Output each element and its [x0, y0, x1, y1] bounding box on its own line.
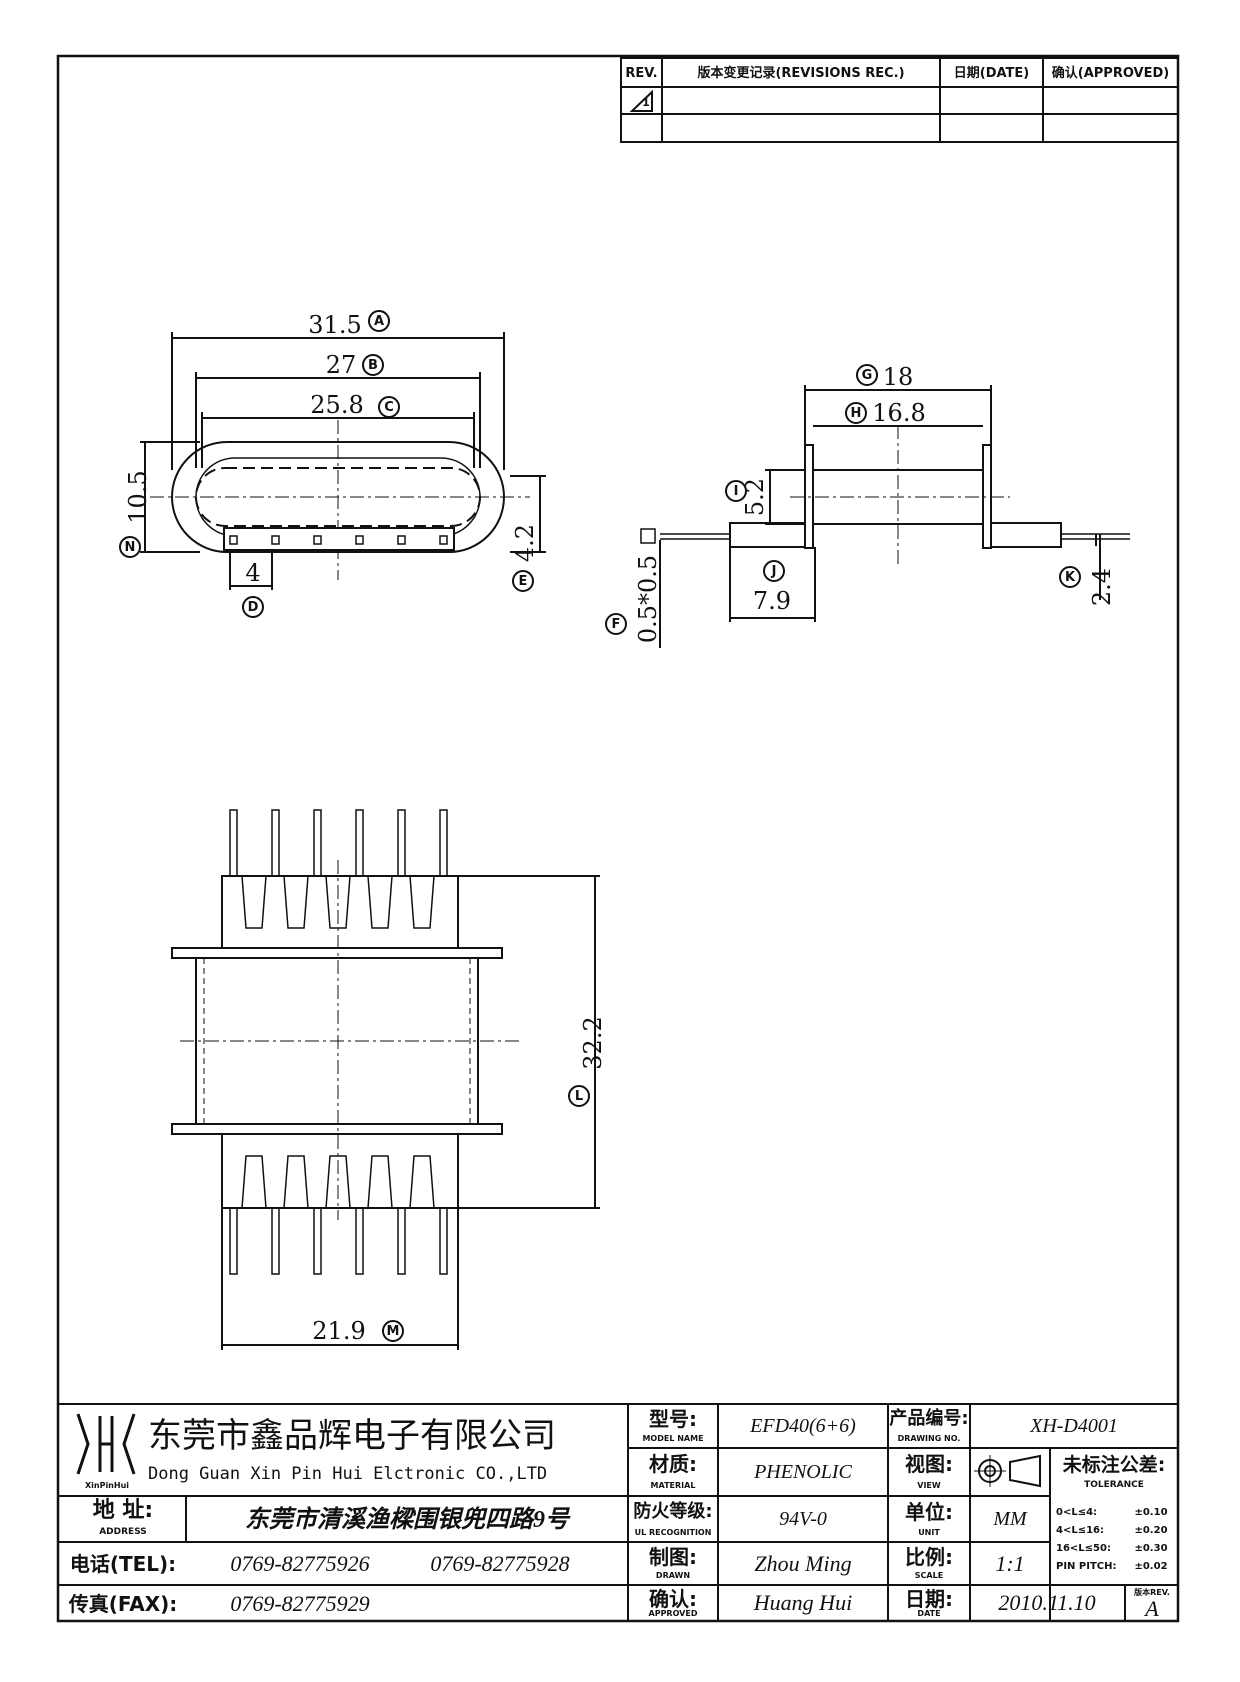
tolerance-range-3: 16<L≤50: — [1056, 1543, 1111, 1554]
drawn-value: Zhou Ming — [754, 1551, 852, 1576]
top-view — [140, 332, 546, 590]
material-label-en: MATERIAL — [650, 1481, 696, 1490]
dim-n-value: 10.5 — [124, 470, 152, 524]
company-name-en: Dong Guan Xin Pin Hui Elctronic CO.,LTD — [148, 1463, 548, 1484]
tolerance-range-1: 0<L≤4: — [1056, 1507, 1098, 1518]
rev-header: REV. — [625, 65, 658, 81]
model-value: EFD40(6+6) — [750, 1415, 856, 1437]
rev-label: 版本REV. — [1134, 1588, 1170, 1597]
tolerance-range-4: PIN PITCH: — [1056, 1561, 1117, 1572]
date-value: 2010.11.10 — [998, 1590, 1096, 1615]
revision-table-grid — [620, 57, 1179, 143]
bottom-view — [171, 809, 600, 1350]
tolerance-title: 未标注公差: — [1062, 1453, 1166, 1476]
view-label-en: VIEW — [917, 1481, 941, 1490]
company-logo — [76, 1413, 136, 1475]
dim-f-value: 0.5*0.5 — [634, 554, 662, 644]
unit-label-en: UNIT — [918, 1528, 940, 1537]
ul-label-en: UL RECOGNITION — [634, 1528, 712, 1537]
ul-value: 94V-0 — [779, 1508, 827, 1530]
dim-n-label: N — [119, 536, 141, 558]
tolerance-value-3: ±0.30 — [1134, 1543, 1168, 1554]
title-block-grid — [58, 1403, 1178, 1621]
tel-2: 0769-82775928 — [430, 1551, 570, 1576]
address-label-en: ADDRESS — [99, 1526, 147, 1537]
tolerance-value-4: ±0.02 — [1134, 1561, 1168, 1572]
company-name-cn: 东莞市鑫品辉电子有限公司 — [148, 1416, 556, 1456]
dim-l-value: 32.2 — [579, 1016, 607, 1070]
scale-label-en: SCALE — [914, 1571, 944, 1580]
rev-mark: 1 — [642, 95, 650, 109]
approved-label-en: APPROVED — [648, 1609, 698, 1618]
dim-b-label: B — [362, 354, 384, 376]
dim-m-value: 21.9 — [312, 1317, 366, 1345]
model-label: 型号: — [649, 1407, 697, 1431]
dim-i-value: 5.2 — [741, 477, 769, 517]
dim-b-value: 27 — [325, 351, 357, 379]
rev-value: A — [1145, 1596, 1159, 1621]
unit-value: MM — [993, 1508, 1027, 1530]
dim-d-value: 4 — [245, 559, 261, 587]
dim-e-label: E — [512, 570, 534, 592]
scale-label: 比例: — [905, 1545, 953, 1569]
unit-label: 单位: — [905, 1500, 953, 1524]
drawing-no-label-en: DRAWING NO. — [897, 1434, 961, 1443]
dim-c-value: 25.8 — [310, 391, 364, 419]
revisions-rec-header: 版本变更记录(REVISIONS REC.) — [697, 65, 905, 81]
projection-symbol-icon — [974, 1454, 1041, 1488]
fax-value: 0769-82775929 — [230, 1591, 370, 1616]
dim-m-label: M — [382, 1320, 404, 1342]
material-label: 材质: — [649, 1452, 697, 1476]
dim-k-label: K — [1059, 566, 1081, 588]
dim-c-label: C — [378, 396, 400, 418]
address-value: 东莞市清溪渔樑围银兜四路9号 — [245, 1507, 569, 1533]
dim-l-label: L — [568, 1085, 590, 1107]
dim-g-label: G — [856, 364, 878, 386]
revision-triangle-icon — [629, 89, 653, 112]
tolerance-title-en: TOLERANCE — [1084, 1479, 1144, 1490]
address-label: 地 址: — [92, 1498, 154, 1523]
drawing-no-label: 产品编号: — [889, 1408, 969, 1429]
dim-h-value: 16.8 — [872, 399, 926, 427]
dim-a-label: A — [368, 310, 390, 332]
date-header: 日期(DATE) — [953, 65, 1030, 81]
material-value: PHENOLIC — [754, 1461, 852, 1483]
dim-h-label: H — [845, 402, 867, 424]
tel-label: 电话(TEL): — [69, 1552, 177, 1576]
dim-i-label: I — [725, 480, 747, 502]
date-label: 日期: — [905, 1587, 953, 1611]
dim-j-value: 7.9 — [752, 587, 792, 615]
drawn-label-en: DRAWN — [655, 1571, 691, 1580]
side-view — [640, 385, 1130, 648]
drawn-label: 制图: — [649, 1545, 697, 1569]
approved-value: Huang Hui — [753, 1590, 853, 1615]
drawing-no-value: XH-D4001 — [1030, 1415, 1118, 1437]
tolerance-value-1: ±0.10 — [1134, 1507, 1168, 1518]
dim-j-label: J — [763, 560, 785, 582]
fax-label: 传真(FAX): — [68, 1592, 178, 1616]
dim-a-value: 31.5 — [308, 311, 362, 339]
tolerance-value-2: ±0.20 — [1134, 1525, 1168, 1536]
tel-1: 0769-82775926 — [230, 1551, 370, 1576]
dim-d-label: D — [242, 596, 264, 618]
approved-header: 确认(APPROVED) — [1051, 65, 1170, 81]
date-label-en: DATE — [917, 1609, 941, 1618]
logo-text: XinPinHui — [84, 1481, 130, 1490]
approved-label: 确认: — [649, 1587, 697, 1611]
ul-label: 防火等级: — [633, 1501, 713, 1522]
scale-value: 1:1 — [995, 1551, 1025, 1576]
view-label: 视图: — [905, 1452, 953, 1476]
model-label-en: MODEL NAME — [642, 1434, 704, 1443]
tolerance-range-2: 4<L≤16: — [1056, 1525, 1105, 1536]
dim-e-value: 4.2 — [511, 523, 539, 563]
dim-g-value: 18 — [882, 363, 914, 391]
drawing-border — [56, 54, 1180, 1623]
dim-k-value: 2.4 — [1088, 567, 1116, 607]
dim-f-label: F — [605, 613, 627, 635]
